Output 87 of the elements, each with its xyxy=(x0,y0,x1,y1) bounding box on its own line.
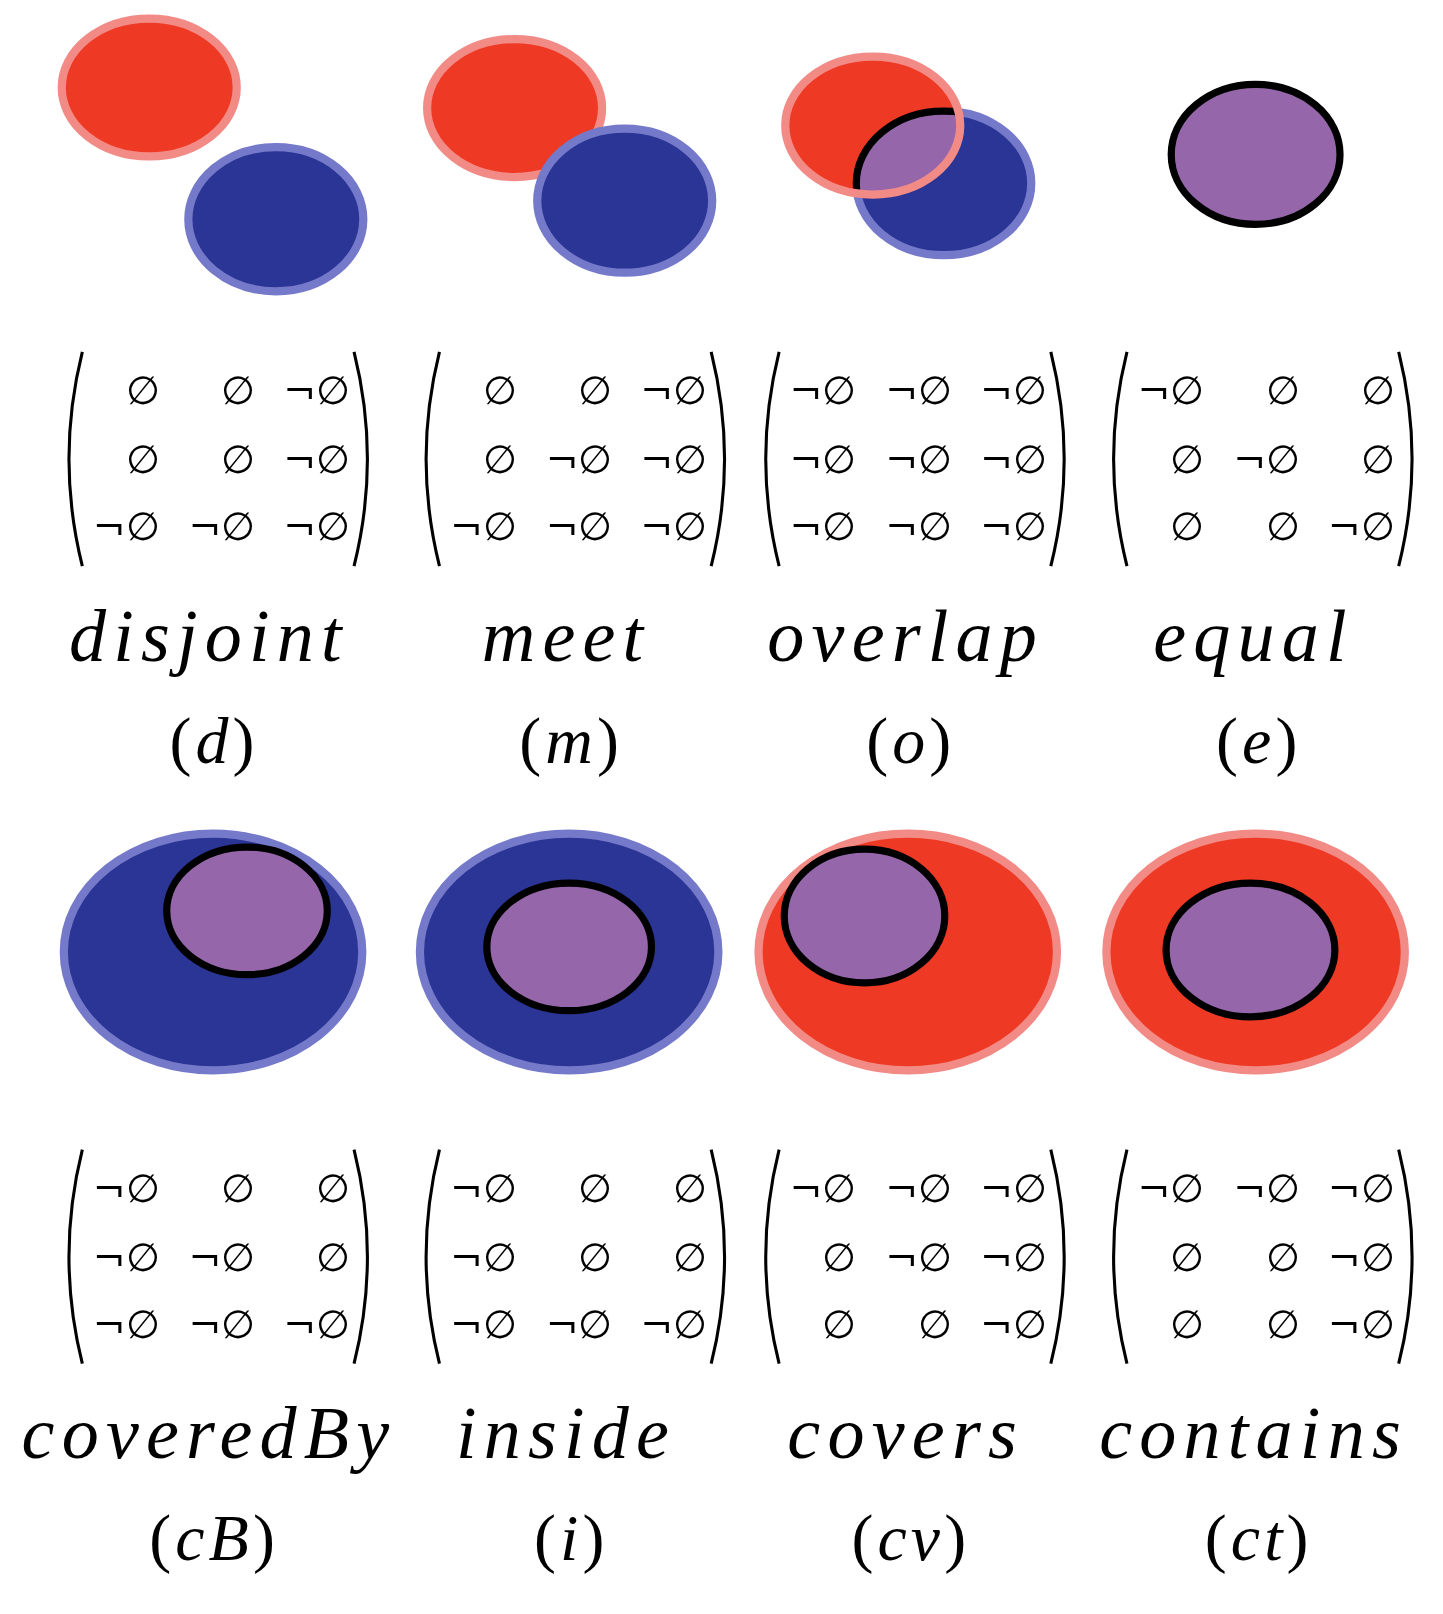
matrix-entry: ¬∅ xyxy=(978,436,1047,485)
matrix-entry: ∅ xyxy=(577,1234,613,1283)
matrix-entry: ¬∅ xyxy=(884,1234,952,1283)
matrix-entry: ¬∅ xyxy=(788,503,857,552)
matrix-entry: ¬∅ xyxy=(1232,436,1300,485)
matrix-entry: ∅ xyxy=(1169,1234,1205,1283)
matrix-entry: ¬∅ xyxy=(282,1300,350,1350)
matrix-entry: ¬∅ xyxy=(639,503,708,552)
matrix-entry: ¬∅ xyxy=(187,503,256,552)
matrix-entry: ∅ xyxy=(220,1165,256,1214)
matrix-entry: ∅ xyxy=(1169,503,1205,552)
matrix-entry: ¬∅ xyxy=(788,1165,857,1214)
matrix-entry: ¬∅ xyxy=(448,503,517,552)
relation-abbreviation: (e) xyxy=(1215,702,1303,780)
relation-abbreviation: (i) xyxy=(532,1500,610,1577)
matrix-entry: ∅ xyxy=(577,367,613,416)
matrix-entry: ¬∅ xyxy=(978,1234,1047,1283)
matrix-entry: ¬∅ xyxy=(978,367,1047,416)
matrix-entry: ¬∅ xyxy=(544,503,613,552)
relation-name: overlap xyxy=(766,594,1046,678)
matrix-entry: ¬∅ xyxy=(187,1300,256,1350)
relation-name: contains xyxy=(1098,1392,1409,1475)
matrix-entry: ¬∅ xyxy=(282,436,350,485)
matrix-entry: ¬∅ xyxy=(1232,1165,1300,1214)
matrix-entry: ¬∅ xyxy=(91,1165,160,1214)
matrix-entry: ¬∅ xyxy=(1136,1165,1205,1214)
relation-abbreviation: (cv) xyxy=(850,1500,972,1577)
matrix-entry: ∅ xyxy=(124,436,160,485)
matrix-entry: ∅ xyxy=(220,367,256,416)
relation-abbreviation: (cB) xyxy=(148,1500,280,1577)
matrix-entry: ∅ xyxy=(1264,367,1300,416)
matrix-entry: ∅ xyxy=(481,367,517,416)
matrix-entry: ∅ xyxy=(821,1300,857,1350)
matrix-entry: ∅ xyxy=(821,1234,857,1283)
matrix-entry: ∅ xyxy=(1359,436,1395,485)
matrix-entry: ¬∅ xyxy=(91,1234,160,1283)
matrix-entry: ¬∅ xyxy=(978,1300,1047,1350)
relation-abbreviation: (o) xyxy=(865,702,957,780)
matrix-entry: ¬∅ xyxy=(1326,1234,1395,1283)
matrix-entry: ¬∅ xyxy=(91,1300,160,1350)
matrix-entry: ¬∅ xyxy=(884,367,952,416)
matrix-entry: ∅ xyxy=(1264,503,1300,552)
matrix-entry: ¬∅ xyxy=(884,1165,952,1214)
matrix-entry: ∅ xyxy=(917,1300,952,1350)
matrix-entry: ∅ xyxy=(672,1234,708,1283)
matrix-entry: ¬∅ xyxy=(1326,503,1395,552)
matrix-entry: ∅ xyxy=(577,1165,613,1214)
matrix-entry: ∅ xyxy=(220,436,256,485)
matrix-entry: ¬∅ xyxy=(788,436,857,485)
matrix-entry: ¬∅ xyxy=(448,1300,517,1350)
matrix-entry: ∅ xyxy=(314,1234,350,1283)
matrix-entry: ¬∅ xyxy=(282,367,350,416)
matrix-entry: ¬∅ xyxy=(448,1165,517,1214)
matrix-entry: ∅ xyxy=(1169,436,1205,485)
relation-name: equal xyxy=(1152,594,1355,678)
matrix-entry: ¬∅ xyxy=(639,367,708,416)
matrix-entry: ∅ xyxy=(481,436,517,485)
matrix-entry: ¬∅ xyxy=(544,436,613,485)
matrix-entry: ∅ xyxy=(1264,1234,1300,1283)
matrix-entry: ¬∅ xyxy=(1326,1165,1395,1214)
relation-abbreviation: (m) xyxy=(518,702,625,780)
relation-name: coveredBy xyxy=(20,1392,398,1475)
matrix-entry: ¬∅ xyxy=(544,1300,613,1350)
matrix-entry: ¬∅ xyxy=(1136,367,1205,416)
matrix-entry: ∅ xyxy=(1169,1300,1205,1350)
relation-name: meet xyxy=(480,594,652,678)
matrix-entry: ¬∅ xyxy=(978,503,1047,552)
relation-name: covers xyxy=(786,1392,1025,1475)
matrix-entry: ¬∅ xyxy=(884,503,952,552)
matrix-entry: ¬∅ xyxy=(639,1300,708,1350)
matrix-entry: ¬∅ xyxy=(448,1234,517,1283)
matrix-entry: ¬∅ xyxy=(187,1234,256,1283)
matrix-entry: ∅ xyxy=(1264,1300,1300,1350)
matrix-entry: ¬∅ xyxy=(978,1165,1047,1214)
matrix-entry: ¬∅ xyxy=(282,503,350,552)
matrix-entry: ¬∅ xyxy=(639,436,708,485)
matrix-entry: ¬∅ xyxy=(788,367,857,416)
matrix-entry: ¬∅ xyxy=(884,436,952,485)
relation-abbreviation: (d) xyxy=(168,702,260,780)
matrix-entry: ∅ xyxy=(314,1165,350,1214)
matrix-entry: ∅ xyxy=(672,1165,708,1214)
relation-name: disjoint xyxy=(67,594,350,678)
matrix-entry: ∅ xyxy=(1359,367,1395,416)
matrix-entry: ¬∅ xyxy=(91,503,160,552)
matrix-entry: ¬∅ xyxy=(1326,1300,1395,1350)
relation-abbreviation: (ct) xyxy=(1203,1500,1314,1577)
matrix-entry: ∅ xyxy=(124,367,160,416)
